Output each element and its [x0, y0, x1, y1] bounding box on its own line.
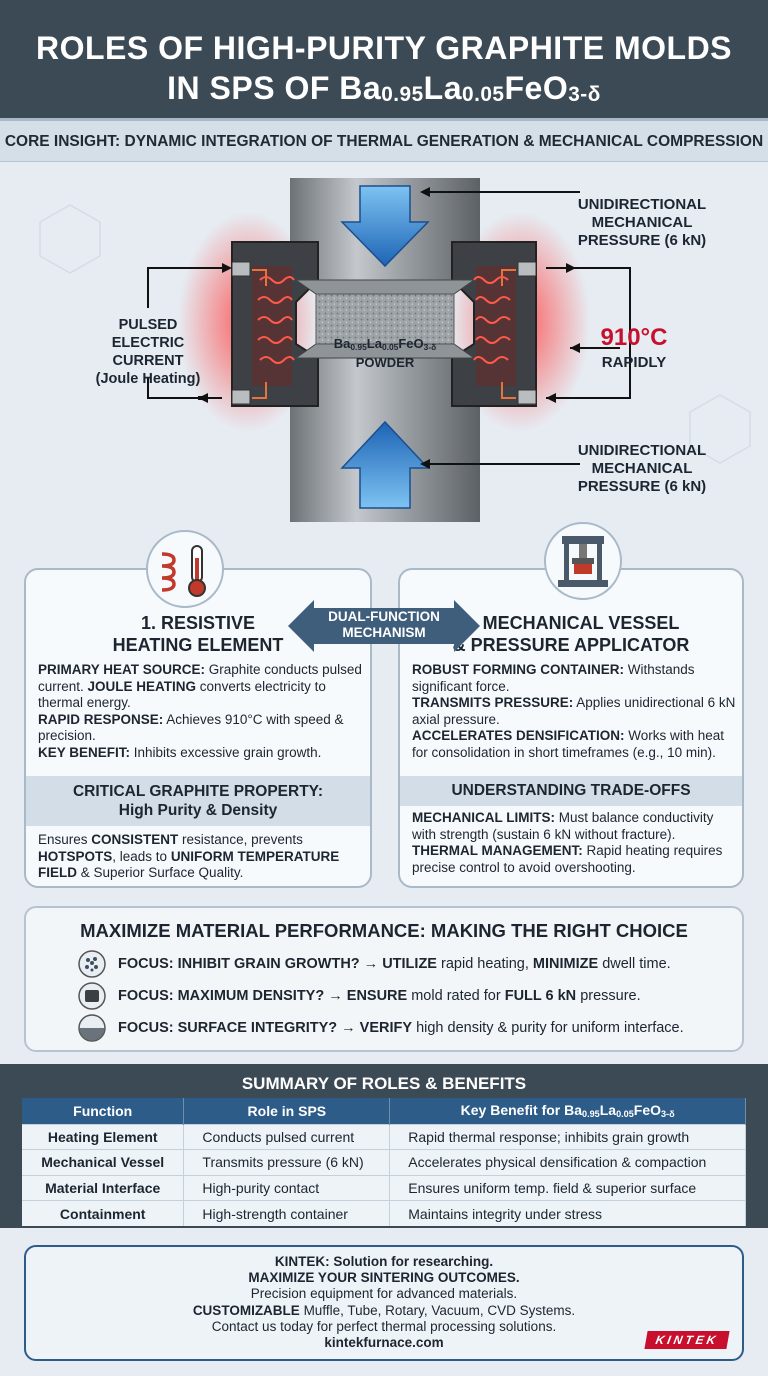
page-title-line2: IN SPS OF Ba0.95La0.05FeO3-δ [167, 70, 601, 106]
card-mechanical-vessel: 2. MECHANICAL VESSEL& PRESSURE APPLICATO… [398, 568, 744, 888]
page-title-line1: ROLES OF HIGH-PURITY GRAPHITE MOLDS [35, 30, 733, 66]
page-header: ROLES OF HIGH-PURITY GRAPHITE MOLDS IN S… [0, 0, 768, 118]
heat-wave-arrows [257, 276, 511, 364]
kintek-cta-box: KINTEK: Solution for researching. MAXIMI… [24, 1245, 744, 1361]
website-link[interactable]: kintekfurnace.com [324, 1335, 444, 1351]
card2-title: 2. MECHANICAL VESSEL& PRESSURE APPLICATO… [452, 613, 690, 655]
core-insight-banner: CORE INSIGHT: DYNAMIC INTEGRATION OF THE… [0, 118, 768, 162]
mold-illustration [39, 178, 751, 522]
temperature-note: RAPIDLY [601, 354, 667, 371]
card2-body: ROBUST FORMING CONTAINER: Withstands sig… [412, 662, 736, 760]
grain-particles-icon [78, 950, 106, 978]
surface-half-icon [78, 1014, 106, 1042]
powder-label: Ba0.95La0.05FeO3-δ POWDER [333, 336, 437, 370]
maximize-performance-panel: MAXIMIZE MATERIAL PERFORMANCE: MAKING TH… [24, 906, 744, 1052]
summary-title: SUMMARY OF ROLES & BENEFITS [241, 1074, 527, 1093]
powder-sample [315, 293, 455, 345]
card1-property-band: CRITICAL GRAPHITE PROPERTY:High Purity &… [26, 776, 370, 826]
focus-row-grain: FOCUS: INHIBIT GRAIN GROWTH? → UTILIZE r… [78, 950, 671, 978]
maximize-title: MAXIMIZE MATERIAL PERFORMANCE: MAKING TH… [80, 920, 688, 941]
pressure-arrow-up [340, 420, 430, 509]
summary-header-benefit: Key Benefit for Ba0.95La0.05FeO3-δ [389, 1098, 746, 1124]
card2-footer: MECHANICAL LIMITS: Must balance conducti… [412, 810, 723, 875]
temperature-value: 910°C [600, 324, 668, 351]
kintek-logo: KINTEK [644, 1331, 730, 1349]
hex-pattern [39, 204, 751, 464]
card2-tradeoffs-band: UNDERSTANDING TRADE-OFFS [400, 776, 742, 806]
focus-row-surface: FOCUS: SURFACE INTEGRITY? → VERIFY high … [78, 1014, 684, 1042]
card1-body: PRIMARY HEAT SOURCE: Graphite conducts p… [38, 662, 362, 760]
hydraulic-press-icon [544, 522, 622, 600]
dense-block-icon [78, 982, 106, 1010]
card1-footer: Ensures CONSISTENT resistance, prevents … [38, 832, 340, 880]
focus-row-density: FOCUS: MAXIMUM DENSITY? → ENSURE mold ra… [78, 982, 641, 1010]
heating-coil-icon [146, 530, 224, 608]
pressure-arrow-down [340, 185, 430, 268]
